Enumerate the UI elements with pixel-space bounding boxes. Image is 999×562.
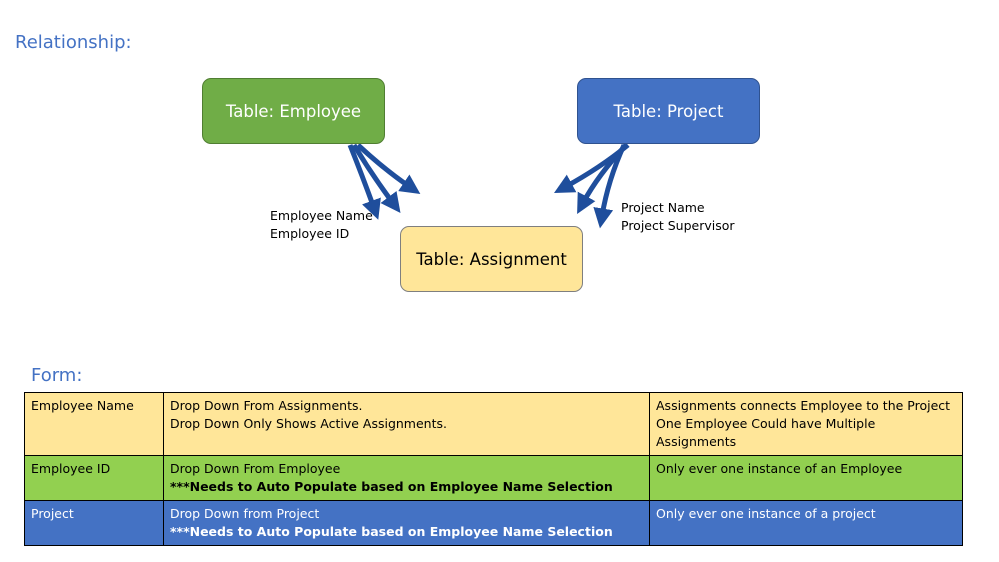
note-line: Only ever one instance of a project	[656, 506, 876, 521]
source-cell: Drop Down From Employee ***Needs to Auto…	[163, 455, 650, 501]
employee-table-label: Table: Employee	[225, 101, 362, 121]
arrow-line	[347, 144, 381, 220]
table-row: Employee Name Drop Down From Assignments…	[24, 392, 963, 456]
arrow-line	[356, 143, 421, 195]
source-line: Drop Down From Employee	[170, 461, 341, 476]
arrow-line	[351, 143, 401, 214]
relationship-heading: Relationship:	[15, 32, 132, 53]
field-cell: Employee Name	[24, 392, 164, 456]
field-name: Employee ID	[31, 461, 111, 476]
project-to-assignment-arrows	[554, 143, 630, 229]
source-cell: Drop Down From Assignments. Drop Down On…	[163, 392, 650, 456]
field-cell: Project	[24, 500, 164, 546]
arrow-line	[593, 143, 627, 229]
field-name: Employee Name	[31, 398, 134, 413]
source-line-emphasis: ***Needs to Auto Populate based on Emplo…	[170, 524, 613, 539]
project-table-label: Table: Project	[613, 101, 724, 121]
note-line: Only ever one instance of an Employee	[656, 461, 903, 476]
field-cell: Employee ID	[24, 455, 164, 501]
form-table: Employee Name Drop Down From Assignments…	[24, 392, 963, 546]
source-line-emphasis: ***Needs to Auto Populate based on Emplo…	[170, 479, 613, 494]
source-cell: Drop Down from Project ***Needs to Auto …	[163, 500, 650, 546]
assignment-table-box: Table: Assignment	[400, 226, 583, 292]
employee-to-assignment-arrows	[347, 143, 421, 220]
assignment-table-label: Table: Assignment	[416, 249, 567, 269]
table-row: Project Drop Down from Project ***Needs …	[24, 500, 963, 546]
field-name: Project	[31, 506, 74, 521]
form-heading: Form:	[31, 365, 83, 386]
source-line: Drop Down From Assignments.	[170, 398, 363, 413]
source-line: Drop Down Only Shows Active Assignments.	[170, 416, 447, 431]
note-line: One Employee Could have Multiple Assignm…	[656, 416, 876, 449]
note-line: Assignments connects Employee to the Pro…	[656, 398, 951, 413]
project-link-field: Project Name	[621, 200, 705, 215]
note-cell: Only ever one instance of a project	[649, 500, 963, 546]
employee-link-field: Employee ID	[270, 226, 350, 241]
employee-link-fields: Employee Name Employee ID	[270, 207, 373, 243]
project-link-field: Project Supervisor	[621, 218, 735, 233]
project-table-box: Table: Project	[577, 78, 760, 144]
note-cell: Only ever one instance of an Employee	[649, 455, 963, 501]
source-line: Drop Down from Project	[170, 506, 320, 521]
note-cell: Assignments connects Employee to the Pro…	[649, 392, 963, 456]
project-link-fields: Project Name Project Supervisor	[621, 199, 735, 235]
table-row: Employee ID Drop Down From Employee ***N…	[24, 455, 963, 501]
employee-link-field: Employee Name	[270, 208, 373, 223]
employee-table-box: Table: Employee	[202, 78, 385, 144]
